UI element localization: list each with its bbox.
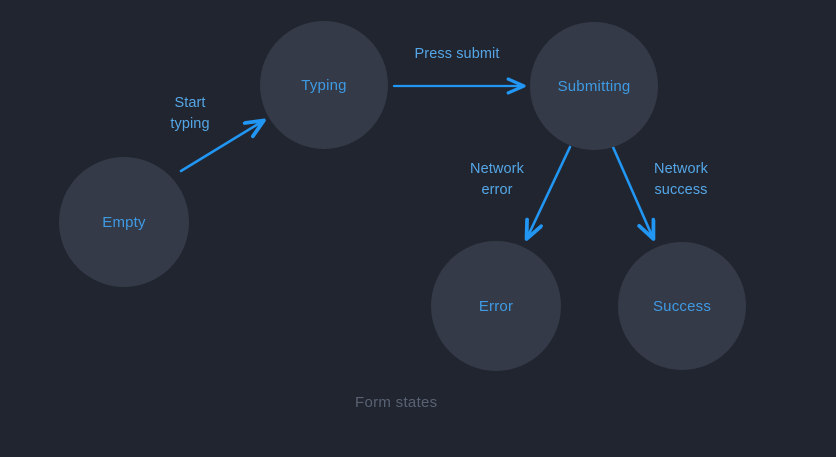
state-node-label: Empty: [102, 213, 146, 231]
state-node-typing[interactable]: Typing: [260, 21, 388, 149]
edge-label-network-success: Network success: [654, 161, 708, 199]
state-node-submitting[interactable]: Submitting: [530, 22, 658, 150]
state-node-label: Typing: [301, 76, 347, 94]
edge-label-press-submit: Press submit: [414, 46, 500, 62]
state-node-empty[interactable]: Empty: [59, 157, 189, 287]
state-node-success[interactable]: Success: [618, 242, 746, 370]
edge-label-start-typing: Start typing: [170, 95, 210, 133]
state-node-error[interactable]: Error: [431, 241, 561, 371]
diagram-caption: Form states: [355, 394, 438, 411]
edge-label-network-error: Network error: [470, 161, 524, 199]
state-node-label: Submitting: [557, 77, 631, 95]
state-node-label: Success: [652, 297, 712, 315]
state-node-label: Error: [478, 297, 514, 315]
